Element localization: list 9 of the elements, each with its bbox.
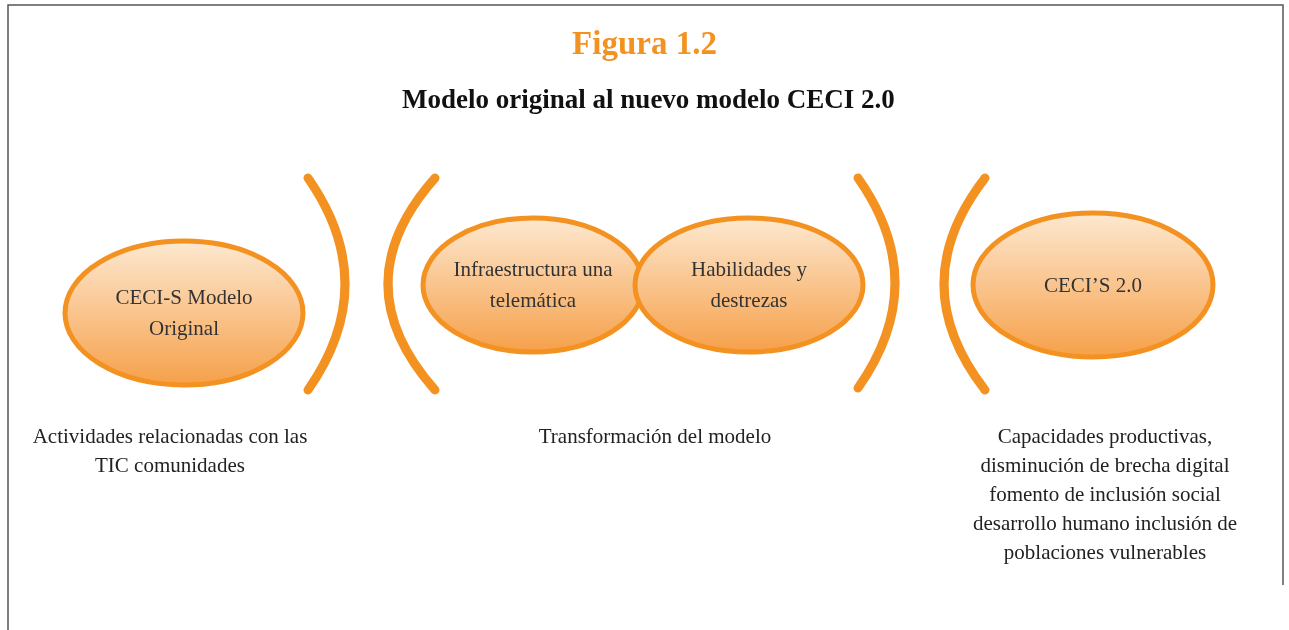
node-label: Infraestructura una telemática (452, 256, 614, 314)
figure-title: Figura 1.2 (571, 25, 718, 62)
node-label: CECI-S Modelo Original (114, 284, 254, 342)
description-text: Transformación del modelo (537, 423, 773, 450)
description-text: Actividades relacionadas con las TIC comunidades (31, 423, 309, 479)
node-label: CECI’S 2.0 (1043, 271, 1143, 299)
node-label: Habilidades y destrezas (689, 256, 809, 314)
diagram-heading: Modelo original al nuevo modelo CECI 2.0 (401, 84, 896, 115)
description-text: Capacidades productivas, disminución de brecha digital fomento de inclusión social desarrollo humano inclusión de poblaciones vulnerables (971, 423, 1239, 566)
